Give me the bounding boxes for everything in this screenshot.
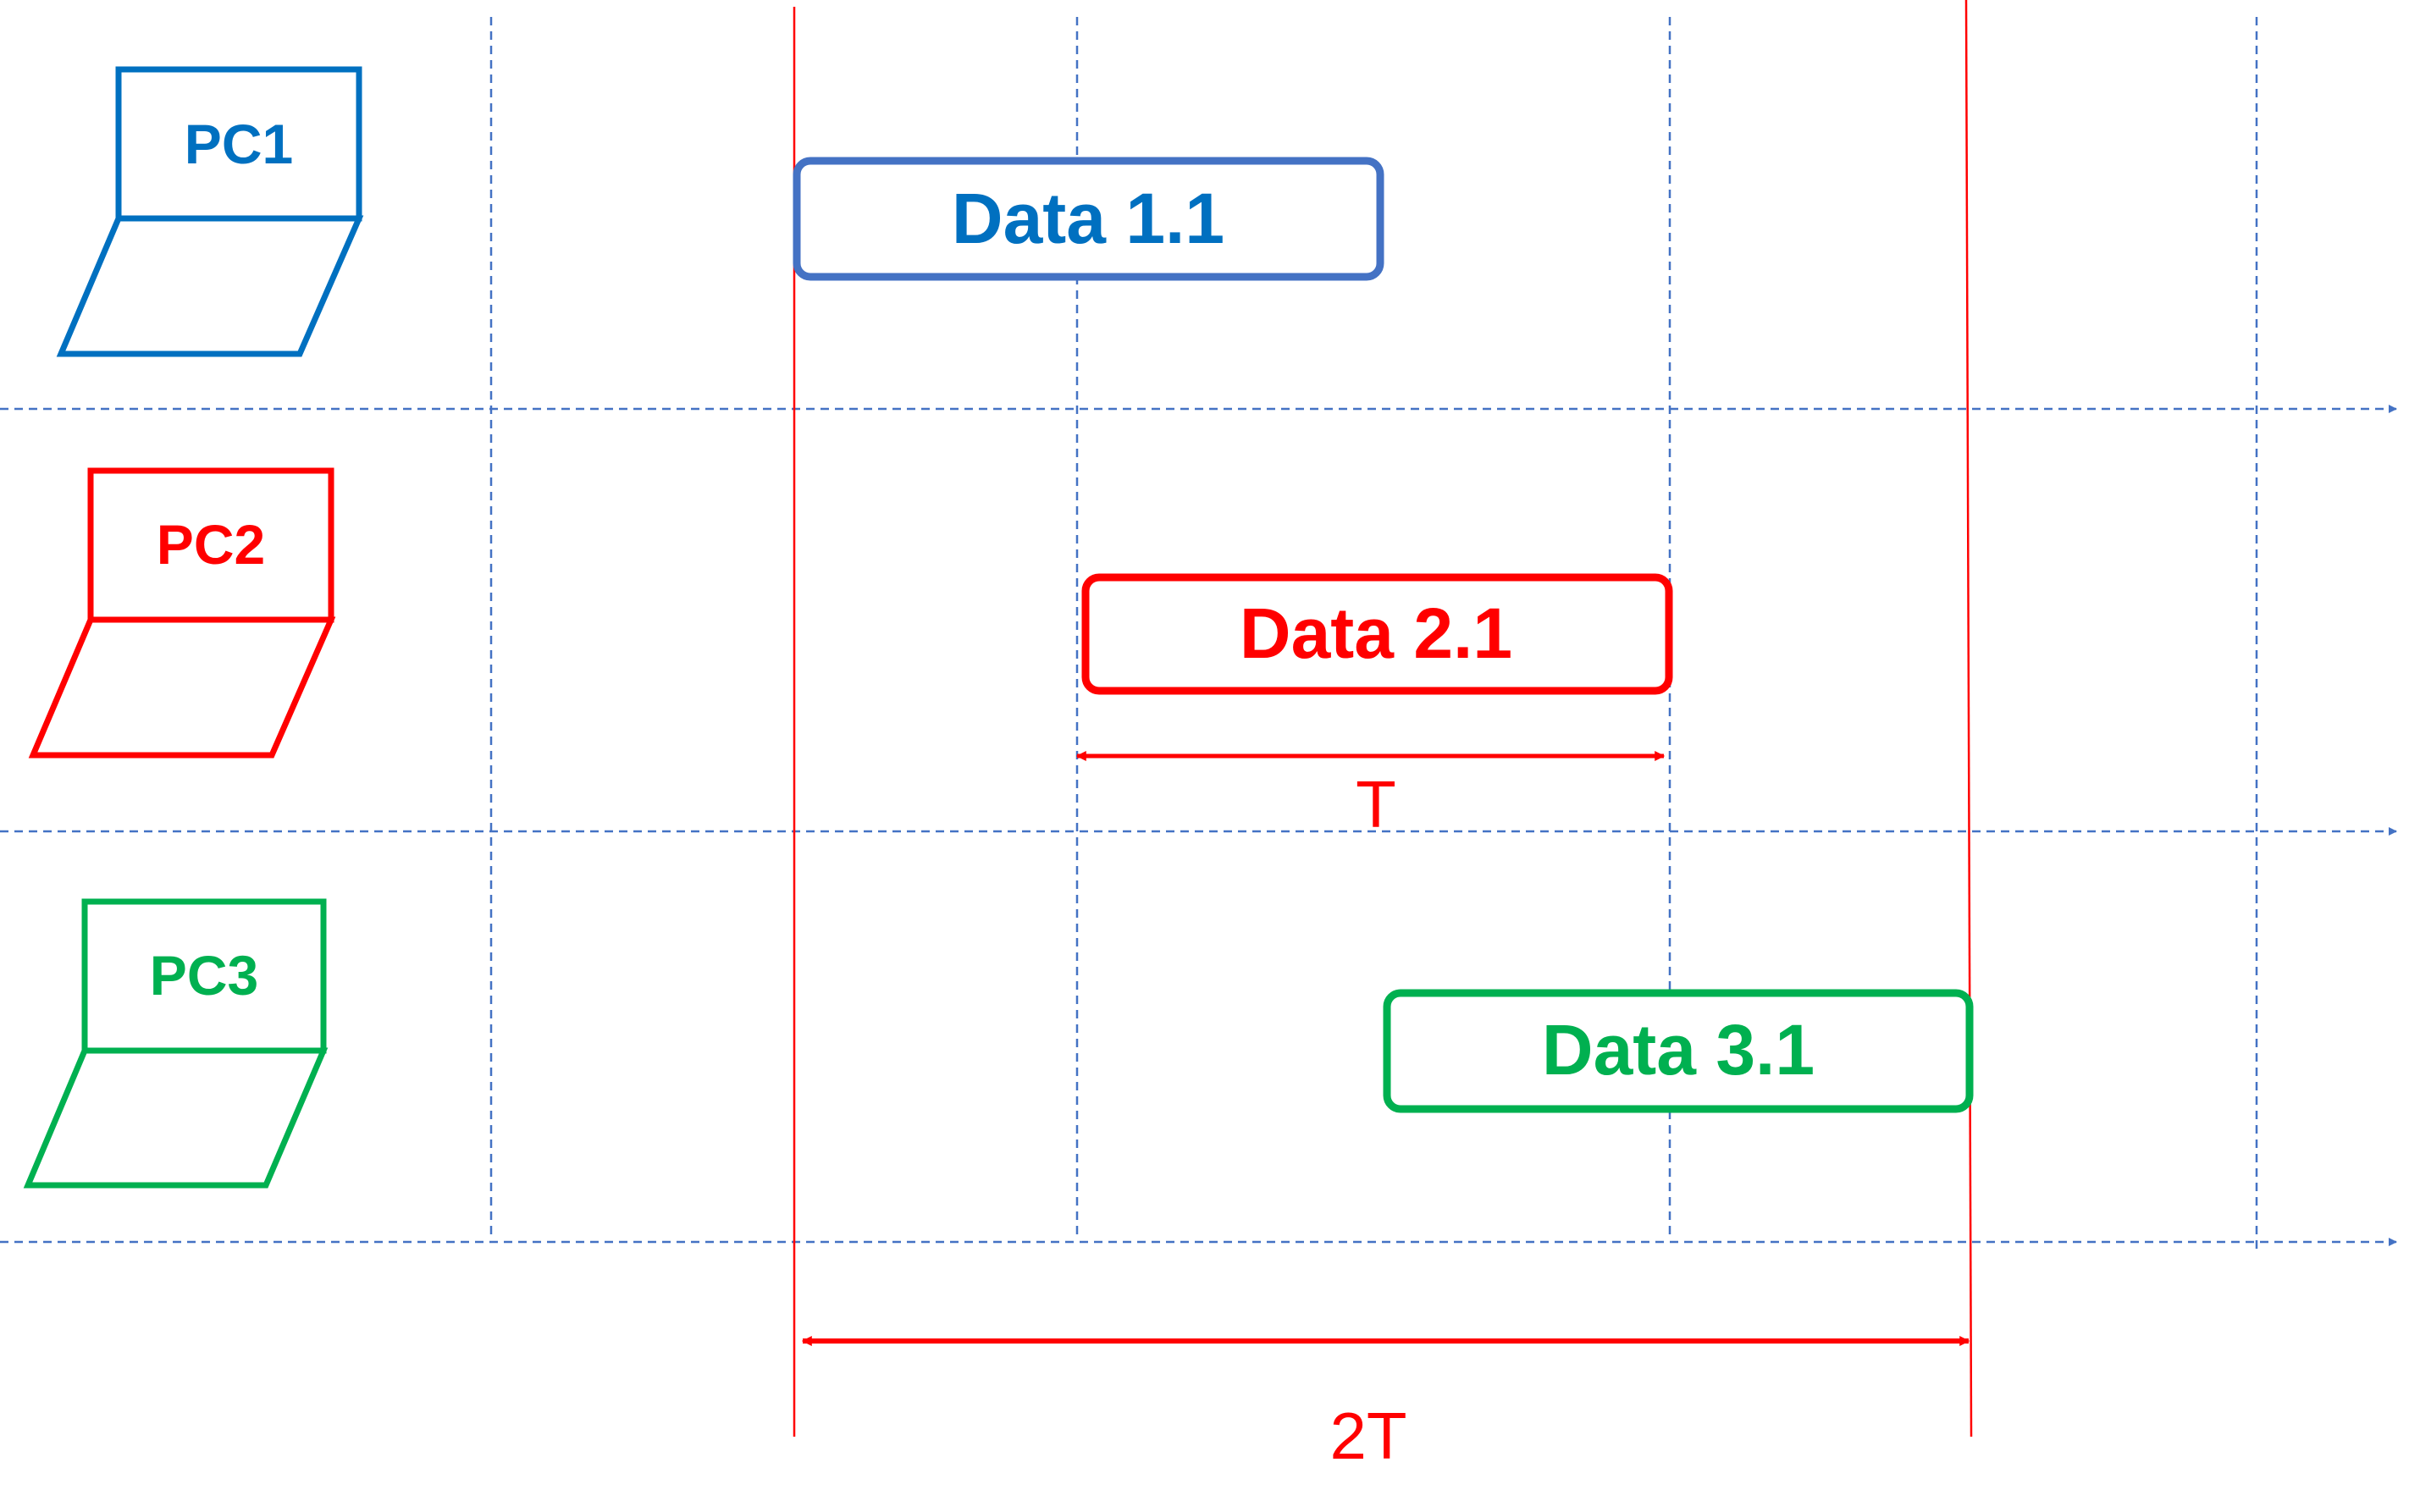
pc3-label: PC3 [150,944,258,1007]
pc1-laptop-icon: PC1 [56,66,364,357]
frame-duration-dimension: T [1075,751,1666,842]
frame-duration-label: T [1356,767,1396,842]
period-end-line [1964,0,1973,1438]
total-span-dimension: 2T [801,1336,1970,1473]
time-axes [0,405,2397,1246]
data-frame-2-label: Data 2.1 [1240,593,1512,673]
total-span-label: 2T [1329,1399,1406,1473]
data-frame-1: Data 1.1 [793,157,1384,281]
pc1-keyboard [56,215,364,357]
pc2-label: PC2 [157,513,265,576]
pc1-label: PC1 [185,113,293,175]
pc2-laptop-icon: PC2 [28,467,336,759]
data-frame-2-box [1081,573,1673,695]
data-frame-3-box [1383,989,1974,1113]
data-frame-1-label: Data 1.1 [952,179,1224,258]
pc2-keyboard [28,616,336,759]
pc3-keyboard [23,1047,329,1189]
pc3-laptop-icon: PC3 [23,898,329,1189]
data-frame-3-label: Data 3.1 [1542,1010,1815,1090]
data-frame-3: Data 3.1 [1383,989,1974,1113]
data-frame-1-box [793,157,1384,281]
data-frame-2: Data 2.1 [1081,573,1673,695]
